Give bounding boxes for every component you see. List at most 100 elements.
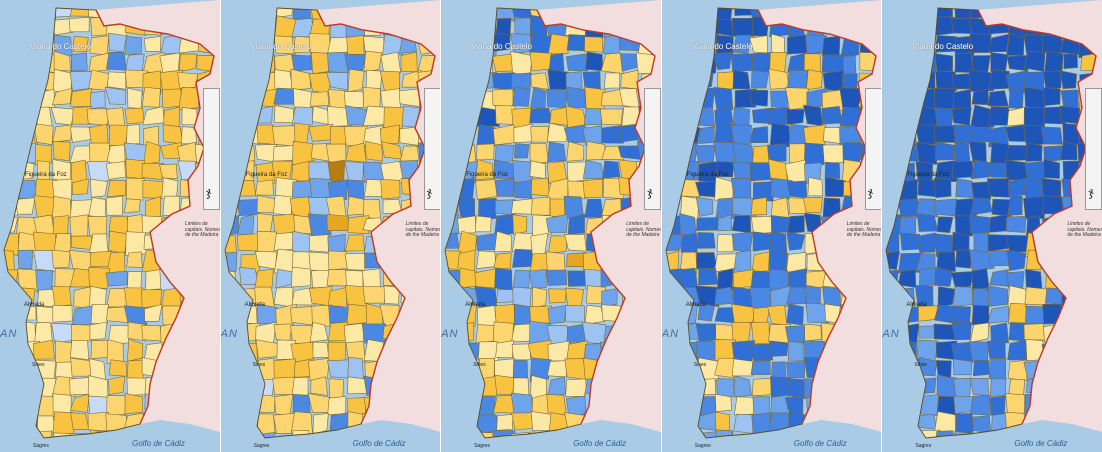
municipality [698, 126, 715, 144]
municipality [90, 303, 109, 325]
municipality [547, 304, 567, 325]
label-sines: Sines [693, 362, 707, 368]
legend-box [423, 88, 441, 210]
municipality [273, 35, 295, 54]
municipality [938, 286, 956, 308]
municipality [383, 106, 404, 130]
municipality [694, 285, 720, 307]
municipality [604, 72, 621, 89]
label-viana-do-castelo: Viana do Castelo [30, 42, 91, 51]
municipality [475, 179, 499, 200]
municipality [935, 141, 956, 161]
municipality [970, 322, 990, 343]
municipality [695, 323, 718, 343]
municipality [70, 52, 88, 72]
municipality [379, 179, 400, 200]
municipality [88, 52, 111, 73]
municipality [547, 141, 567, 163]
label-figueira-da-foz: Figueira da Foz [245, 172, 288, 178]
municipality [126, 251, 143, 268]
municipality [494, 230, 513, 253]
label-atlantic-ocean: AN [0, 328, 18, 340]
municipality [988, 106, 1011, 126]
municipality [310, 51, 329, 75]
municipality [51, 87, 73, 106]
municipality [104, 86, 127, 105]
municipality [973, 359, 990, 377]
municipality [1023, 323, 1046, 341]
municipality [254, 268, 274, 289]
municipality [290, 266, 311, 288]
map-panel-5: ჯ Viana do Castelo Figueira da Foz Almad… [881, 0, 1102, 452]
municipality [528, 269, 547, 289]
municipality [178, 53, 198, 73]
municipality [512, 269, 530, 289]
municipality [547, 122, 570, 143]
municipality [715, 378, 735, 398]
municipality [900, 232, 921, 251]
municipality [513, 179, 534, 199]
municipality [821, 106, 843, 125]
municipality [177, 72, 199, 90]
municipality [951, 341, 976, 364]
municipality [786, 215, 805, 234]
municipality [786, 180, 807, 199]
label-golfo-de-cadiz: Golfo de Cádiz [1014, 439, 1068, 448]
municipality [805, 69, 823, 91]
municipality [308, 177, 332, 198]
municipality [971, 268, 991, 292]
municipality [770, 33, 785, 56]
portugal-map [0, 0, 220, 452]
municipality [770, 215, 791, 233]
municipality [1060, 70, 1078, 89]
municipality [1043, 158, 1061, 179]
municipality [89, 285, 107, 308]
municipality [326, 213, 350, 231]
municipality [531, 177, 550, 197]
label-figueira-da-foz: Figueira da Foz [686, 172, 729, 178]
label-sagres: Sagres [253, 443, 270, 449]
municipality [125, 36, 142, 55]
municipality [970, 33, 993, 53]
municipality [951, 271, 974, 289]
portugal-map [441, 0, 661, 452]
label-sagres: Sagres [694, 443, 711, 449]
municipality [196, 55, 214, 72]
municipality [144, 303, 163, 322]
municipality [752, 306, 770, 324]
municipality [70, 393, 90, 413]
municipality [732, 269, 755, 289]
municipality [308, 251, 331, 273]
municipality [86, 108, 109, 127]
municipality [696, 252, 718, 270]
label-golfo-de-cadiz: Golfo de Cádiz [793, 439, 847, 448]
municipality [236, 233, 260, 252]
municipality [934, 53, 954, 73]
municipality [326, 359, 351, 379]
municipality [311, 304, 332, 327]
municipality [750, 70, 769, 89]
municipality [989, 214, 1010, 233]
municipality [512, 248, 533, 268]
municipality [730, 178, 751, 198]
municipality [969, 214, 993, 235]
municipality [786, 303, 804, 326]
label-map-note: Limites de capitais. Nomes de the Madeir… [846, 221, 882, 238]
municipality [786, 34, 809, 55]
municipality [105, 161, 126, 180]
municipality [293, 36, 312, 53]
municipality [714, 393, 732, 412]
municipality [529, 357, 552, 383]
municipality [326, 396, 346, 415]
municipality [732, 249, 752, 274]
municipality [1007, 55, 1029, 72]
municipality [566, 53, 589, 72]
label-sines: Sines [252, 362, 266, 368]
municipality [767, 107, 790, 127]
municipality [567, 213, 586, 235]
municipality [343, 53, 367, 72]
municipality [126, 124, 140, 145]
municipality [327, 250, 348, 271]
municipality [715, 18, 734, 37]
municipality [108, 32, 127, 53]
